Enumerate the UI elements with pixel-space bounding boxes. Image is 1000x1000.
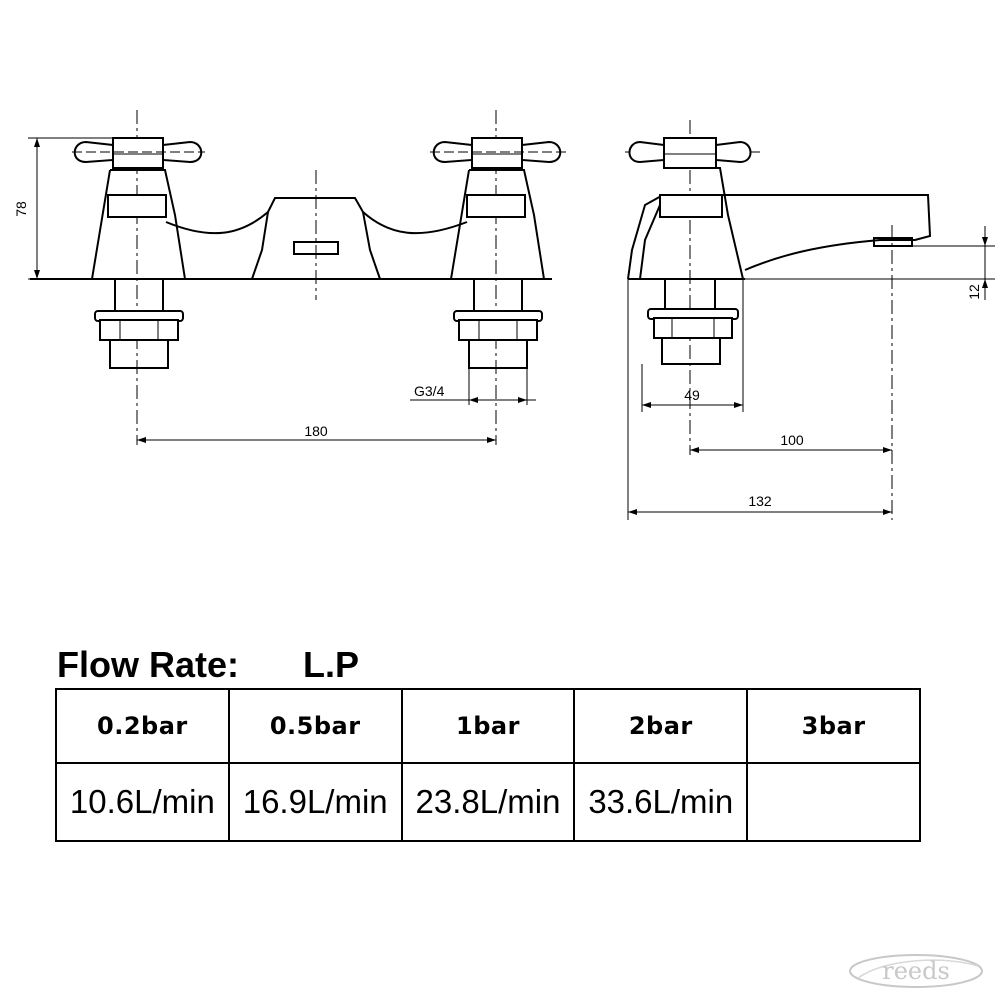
flow-rate-cell xyxy=(746,762,921,842)
pressure-cell: 0.5bar xyxy=(227,688,403,764)
flow-rate-row: 10.6L/min 16.9L/min 23.8L/min 33.6L/min xyxy=(55,762,921,842)
flow-rate-cell: 23.8L/min xyxy=(400,762,576,842)
logo-text: reeds xyxy=(882,957,950,985)
pressure-type-label: L.P xyxy=(303,644,360,685)
overall-depth-dimension-label: 132 xyxy=(748,493,772,509)
height-dimension-label: 78 xyxy=(13,201,29,217)
pressure-row: 0.2bar 0.5bar 1bar 2bar 3bar xyxy=(55,688,921,764)
thread-dimension-label: G3/4 xyxy=(414,383,445,399)
reeds-logo: reeds xyxy=(849,954,983,988)
pressure-cell: 1bar xyxy=(400,688,576,764)
flow-rate-cell: 10.6L/min xyxy=(55,762,230,842)
front-view xyxy=(28,110,566,445)
flow-rate-heading: Flow Rate: L.P xyxy=(57,642,359,688)
flow-rate-cell: 16.9L/min xyxy=(227,762,403,842)
technical-drawing: 78 180 G3/4 xyxy=(13,110,995,520)
flow-rate-table: 0.2bar 0.5bar 1bar 2bar 3bar 10.6L/min 1… xyxy=(55,688,921,842)
spacing-dimension-label: 180 xyxy=(304,423,328,439)
flow-rate-cell: 33.6L/min xyxy=(573,762,749,842)
flow-rate-title: Flow Rate: xyxy=(57,644,240,685)
side-view xyxy=(625,120,995,520)
pressure-cell: 0.2bar xyxy=(55,688,230,764)
clearance-dimension-label: 12 xyxy=(966,284,982,300)
pressure-cell: 2bar xyxy=(573,688,749,764)
pressure-cell: 3bar xyxy=(746,688,921,764)
body-width-dimension-label: 49 xyxy=(684,387,700,403)
reach-dimension-label: 100 xyxy=(780,432,804,448)
